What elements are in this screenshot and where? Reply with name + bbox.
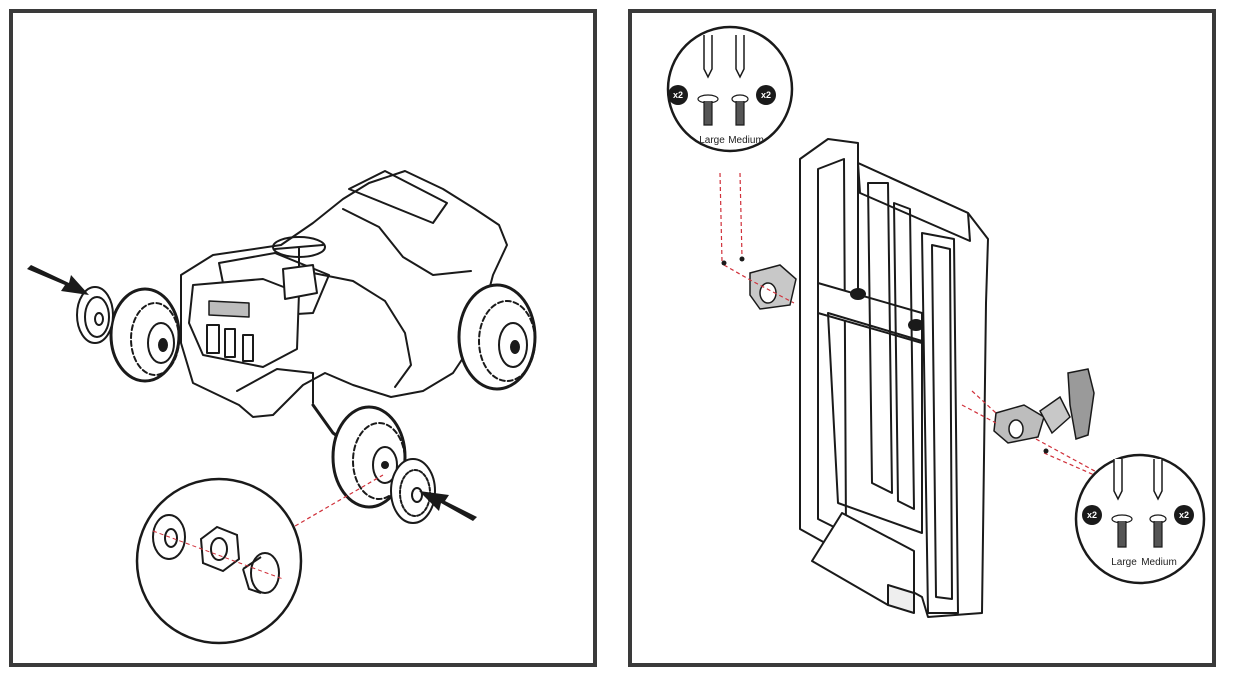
rollers xyxy=(850,288,924,331)
step-panel-bracket-assembly: x2 x2 Large Medium x2 x2 xyxy=(628,9,1216,667)
large-screw-label: Large xyxy=(699,135,725,146)
hub-cap-right xyxy=(390,458,436,524)
qty-label-left: x2 xyxy=(673,90,683,100)
screw-markers xyxy=(721,256,1049,454)
step-panel-wheel-assembly xyxy=(9,9,597,667)
qty-label-right: x2 xyxy=(1179,510,1189,520)
medium-screw-label: Medium xyxy=(1141,557,1177,568)
large-screw-icon xyxy=(1111,514,1133,548)
qty-badge xyxy=(1174,505,1194,525)
medium-screw-icon xyxy=(731,94,749,126)
rear-left-wheel xyxy=(109,287,181,383)
seat-frame xyxy=(799,138,989,618)
medium-screw-label: Medium xyxy=(728,135,764,146)
ride-on-car-body xyxy=(180,170,508,445)
arrow-left-icon xyxy=(27,265,89,295)
steering-wheel xyxy=(272,236,326,300)
bracket-assembly-illustration: x2 x2 Large Medium x2 x2 xyxy=(666,25,1206,618)
large-screw-icon xyxy=(697,94,719,126)
large-screw-label: Large xyxy=(1111,557,1137,568)
qty-label-right: x2 xyxy=(761,90,771,100)
right-bracket xyxy=(993,368,1095,444)
wheel-assembly-illustration xyxy=(27,170,537,645)
detached-front-wheel xyxy=(331,405,407,509)
medium-screw-icon xyxy=(1149,514,1167,548)
qty-badge xyxy=(756,85,776,105)
arrow-right-icon xyxy=(419,491,477,521)
lock-nut xyxy=(199,525,241,573)
hub-cap-small xyxy=(242,552,280,594)
hub-cap-left xyxy=(76,286,114,344)
detail-leader-line xyxy=(282,474,384,534)
qty-badge xyxy=(1082,505,1102,525)
detail-zoom-circle xyxy=(135,477,303,645)
qty-badge xyxy=(668,85,688,105)
left-bracket xyxy=(749,264,797,310)
qty-label-left: x2 xyxy=(1087,510,1097,520)
top-screw-detail-circle: x2 x2 Large Medium xyxy=(666,25,794,153)
bottom-screw-detail-circle: x2 x2 Large Medium xyxy=(1074,453,1206,585)
front-right-wheel xyxy=(457,283,537,391)
